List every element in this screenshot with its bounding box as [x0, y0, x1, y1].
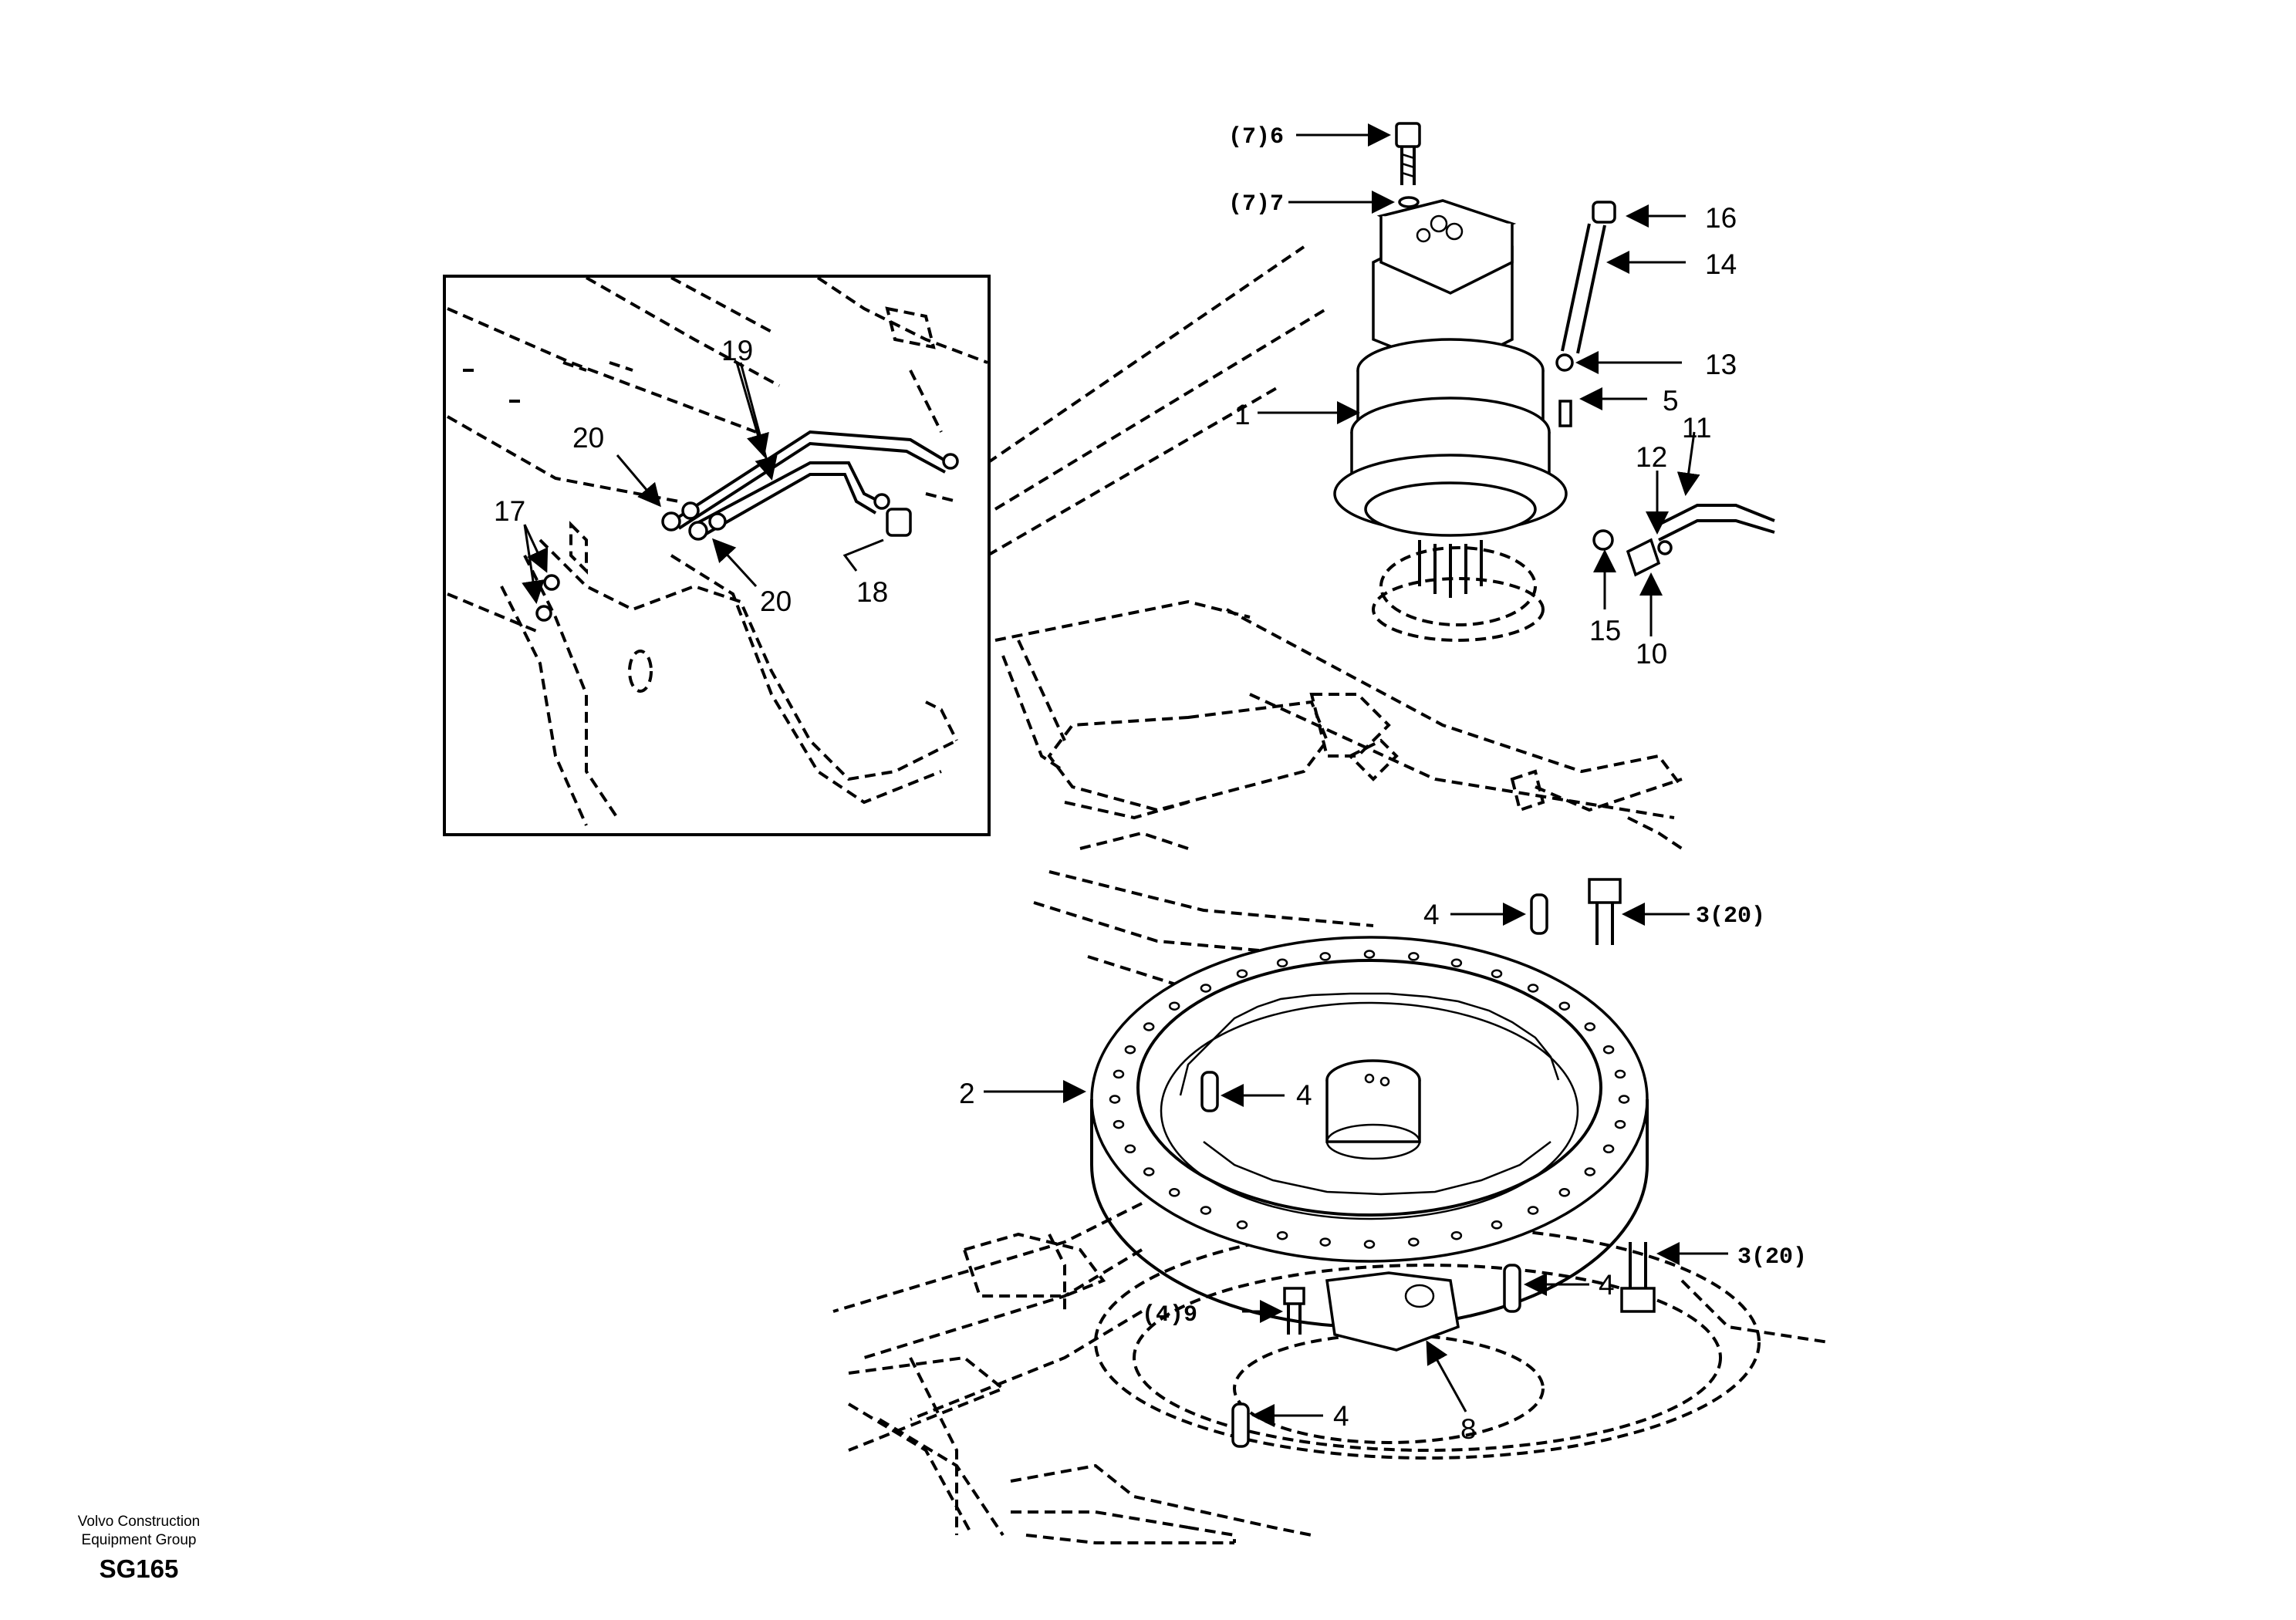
ring-hole: [1124, 1045, 1136, 1055]
ring-hole: [1143, 1022, 1155, 1031]
callout-12: 12: [1636, 441, 1667, 473]
slewing-ring-icon: [1090, 936, 1649, 1328]
bolt-3-upper: [1588, 878, 1622, 945]
callout-2: 2: [959, 1078, 975, 1109]
hose-11: [1592, 504, 1775, 577]
footer-code: SG165: [100, 1554, 179, 1583]
ring-hole: [1408, 952, 1420, 961]
ring-hole: [1200, 1206, 1212, 1215]
bolt-3-lower: [1620, 1242, 1656, 1313]
ring-hole: [1319, 952, 1331, 961]
bolt-9: [1283, 1287, 1305, 1335]
callout-9: (4)9: [1142, 1302, 1197, 1328]
hose-14: [1555, 201, 1616, 427]
callout-4-upper: 4: [1423, 899, 1440, 930]
callout-18: 18: [856, 576, 888, 608]
detail-inset: [443, 275, 991, 836]
ring-hole: [1614, 1119, 1626, 1129]
ring-hole: [1527, 984, 1539, 993]
ring-hole: [1602, 1144, 1615, 1154]
callout-4-lower: 4: [1333, 1400, 1349, 1432]
callout-14: 14: [1705, 248, 1737, 280]
ring-hole: [1143, 1167, 1155, 1176]
callout-15: 15: [1589, 615, 1621, 646]
ring-hole: [1491, 1220, 1503, 1230]
ring-hole: [1236, 1220, 1248, 1230]
footer: Volvo Construction Equipment Group SG165: [78, 1514, 200, 1583]
callout-6: (7)6: [1228, 124, 1284, 150]
ring-hole: [1584, 1022, 1596, 1031]
ring-hole: [1363, 950, 1376, 959]
footer-company-line1: Volvo Construction: [78, 1514, 200, 1530]
ring-hole: [1558, 1188, 1571, 1197]
callout-8: 8: [1460, 1413, 1477, 1445]
ring-hole: [1408, 1237, 1420, 1247]
ring-hole: [1113, 1119, 1125, 1129]
swing-motor-icon: [1333, 199, 1568, 642]
ring-hole: [1527, 1206, 1539, 1215]
ring-hole: [1109, 1095, 1121, 1104]
callout-13: 13: [1705, 349, 1737, 380]
ring-hole: [1236, 969, 1248, 978]
frame-outline: [832, 245, 1829, 1544]
dowel-4-right: [1503, 1264, 1521, 1313]
footer-company-line2: Equipment Group: [82, 1532, 197, 1548]
callout-20-upper: 20: [572, 422, 604, 454]
callout-3-upper: 3(20): [1696, 903, 1765, 930]
ring-hole: [1618, 1095, 1630, 1104]
callout-5: 5: [1663, 385, 1679, 417]
ring-hole: [1200, 984, 1212, 993]
ring-hole: [1491, 969, 1503, 978]
ring-hole: [1602, 1045, 1615, 1055]
callout-3-lower: 3(20): [1737, 1244, 1807, 1271]
ring-hole: [1614, 1069, 1626, 1079]
ring-hole: [1363, 1240, 1376, 1249]
part-8: [1325, 1271, 1460, 1352]
callout-7: (7)7: [1228, 191, 1284, 218]
ring-hole: [1558, 1001, 1571, 1011]
dowel-4-lower: [1231, 1402, 1250, 1448]
bolt-icon: [1395, 122, 1421, 208]
callout-17: 17: [494, 495, 525, 527]
ring-hole: [1276, 958, 1288, 968]
ring-hole: [1450, 958, 1463, 968]
callout-11: 11: [1682, 412, 1711, 444]
ring-hole: [1124, 1144, 1136, 1154]
ring-hole: [1450, 1230, 1463, 1240]
callout-10: 10: [1636, 638, 1667, 670]
ring-hole: [1113, 1069, 1125, 1079]
callout-labels: (7)6 (7)7 16 14 13 1 5 11 12 15 10 19 20…: [494, 124, 1807, 1445]
callout-19: 19: [721, 335, 753, 366]
ring-hole: [1168, 1001, 1180, 1011]
callout-16: 16: [1705, 202, 1737, 234]
ring-hole: [1584, 1167, 1596, 1176]
dowel-4-upper: [1530, 893, 1548, 935]
ring-hole: [1168, 1188, 1180, 1197]
ring-holes: [1109, 950, 1630, 1249]
callout-4-right: 4: [1599, 1269, 1615, 1301]
ring-hole: [1319, 1237, 1331, 1247]
dowel-4-inner: [1200, 1071, 1219, 1112]
callout-4-inner: 4: [1296, 1079, 1312, 1111]
arrow-icon: [522, 123, 1728, 1427]
ring-hole: [1276, 1230, 1288, 1240]
callout-20-lower: 20: [760, 586, 792, 617]
callout-1: 1: [1234, 399, 1251, 430]
